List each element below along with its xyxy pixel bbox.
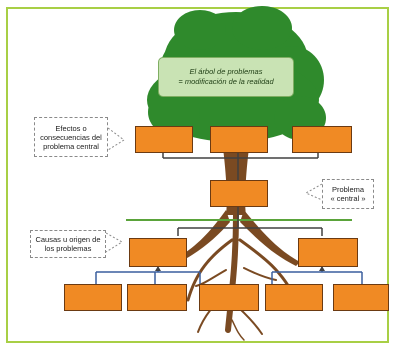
- root-cause-box-1: [64, 284, 122, 311]
- root-cause-box-2: [127, 284, 187, 311]
- effects-callout-line-2: consecuencias del: [40, 132, 102, 142]
- banner-line-2: = modificación de la realidad: [178, 77, 274, 86]
- effect-box-1: [135, 126, 193, 153]
- tree-roots: [186, 212, 298, 341]
- causes-callout-line-2: los problemas: [44, 244, 92, 253]
- central-callout-line-2: « central »: [330, 194, 366, 203]
- effects-callout-line-1: Efectos o: [55, 123, 87, 133]
- central-callout-line-1: Problema: [331, 185, 365, 194]
- cause-box-1: [129, 238, 187, 267]
- causes-connectors: [177, 207, 323, 236]
- root-cause-box-4: [265, 284, 323, 311]
- banner-line-1: El árbol de problemas: [189, 67, 263, 76]
- cause-box-2: [298, 238, 358, 267]
- central-problem-box: [210, 180, 268, 207]
- causes-callout: Causas u origen de los problemas: [30, 230, 106, 258]
- effect-box-2: [210, 126, 268, 153]
- effects-connectors: [162, 152, 319, 180]
- connector-arrowheads: [155, 266, 325, 271]
- callout-pointers: [105, 127, 323, 253]
- root-cause-box-3: [199, 284, 259, 311]
- root-cause-box-5: [333, 284, 389, 311]
- effects-callout: Efectos o consecuencias del problema cen…: [34, 117, 108, 157]
- tree-title-banner: El árbol de problemas = modificación de …: [158, 57, 294, 97]
- effects-callout-line-3: problema central: [43, 141, 99, 151]
- causes-callout-line-1: Causas u origen de: [35, 235, 101, 244]
- figure-frame: El árbol de problemas = modificación de …: [6, 6, 389, 343]
- central-callout: Problema « central »: [322, 179, 374, 209]
- effect-box-3: [292, 126, 352, 153]
